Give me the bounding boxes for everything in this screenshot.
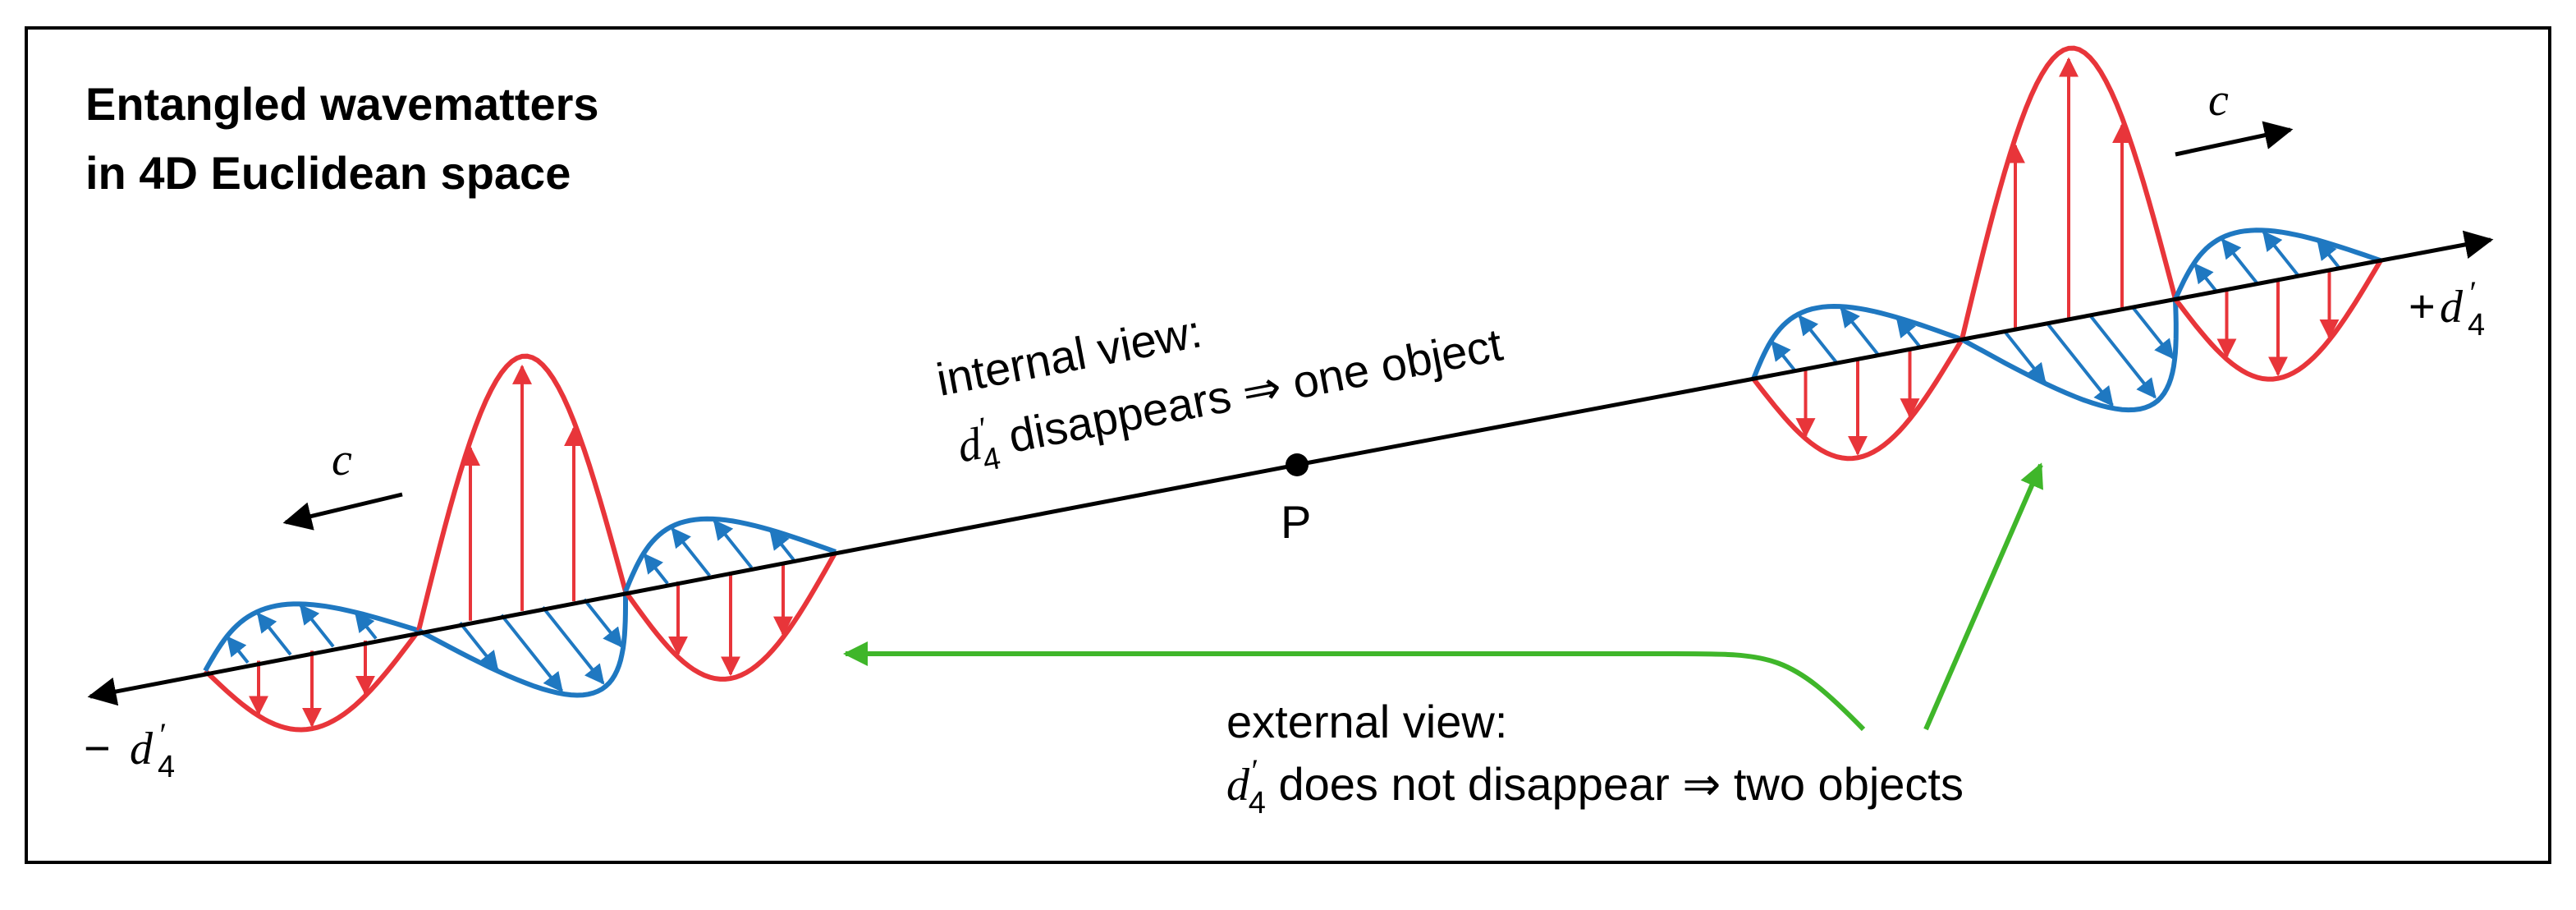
left-blue-lobe-2-arrow xyxy=(541,605,605,685)
left-blue-lobe-3-arrow xyxy=(713,519,754,569)
d4-axis xyxy=(1296,230,2494,467)
left-red-lobe-3-envelope xyxy=(623,550,838,682)
axis-negative-sign: − xyxy=(84,722,111,774)
right-blue-lobe-3-arrow xyxy=(2221,238,2259,285)
right-blue-lobe-3-arrow xyxy=(2262,230,2300,278)
right-blue-lobe-2-arrow xyxy=(2046,322,2114,407)
external-view-line-2: d′4 does not disappear ⇒ two objects xyxy=(1226,752,1964,820)
right-blue-lobe-3-arrow xyxy=(2193,263,2218,293)
left-blue-lobe-3-arrow xyxy=(643,553,669,585)
title-line-1: Entangled wavematters xyxy=(85,78,599,130)
axis-positive-sign: + xyxy=(2409,280,2436,332)
d4-axis-negative xyxy=(87,462,1298,706)
title-line-2: in 4D Euclidean space xyxy=(85,147,571,199)
right-blue-lobe-2-arrow xyxy=(2131,306,2175,360)
left-blue-lobe-1-arrow xyxy=(226,636,250,664)
right-blue-lobe-1-arrow xyxy=(1771,340,1797,372)
axis-positive-prime: ′ xyxy=(2468,274,2476,311)
point-p-label: P xyxy=(1281,496,1311,548)
right-blue-lobe-2-arrow xyxy=(2003,330,2047,384)
axis-label-negative: − d ′ 4 xyxy=(84,716,175,784)
green-arrow-to-left-wave xyxy=(843,641,1866,732)
left-blue-lobe-3-arrow xyxy=(769,529,795,561)
left-blue-lobe-2-arrow xyxy=(583,598,623,648)
right-blue-lobe-3-arrow xyxy=(2317,239,2341,269)
left-wavematter xyxy=(203,353,838,733)
axis-negative-symbol: d xyxy=(130,724,154,774)
left-red-lobe-2-envelope xyxy=(416,353,628,632)
speed-label-right: c xyxy=(2208,75,2229,126)
speed-arrow-right xyxy=(2175,121,2294,157)
axis-positive-subscript: 4 xyxy=(2468,308,2485,342)
axis-label-positive: + d ′ 4 xyxy=(2409,274,2485,342)
speed-label-left: c xyxy=(332,434,352,485)
internal-view-label: internal view: d′4 disappears ⇒ one obje… xyxy=(933,305,1507,478)
right-wavematter xyxy=(1751,45,2383,462)
left-red-lobe-1-envelope xyxy=(203,628,421,733)
left-blue-lobe-2-arrow xyxy=(458,621,499,672)
right-blue-lobe-1-arrow xyxy=(1840,306,1880,356)
axis-negative-subscript: 4 xyxy=(158,750,175,784)
frame-border xyxy=(25,26,2551,864)
left-blue-lobe-1-arrow xyxy=(354,611,378,640)
point-p xyxy=(1286,453,1309,476)
external-view-line-1: external view: xyxy=(1226,696,1507,747)
left-blue-lobe-3-arrow xyxy=(671,527,711,577)
axis-positive-symbol: d xyxy=(2440,282,2464,333)
speed-arrow-left xyxy=(282,492,403,531)
left-blue-lobe-1-arrow xyxy=(256,612,292,656)
green-arrow-to-right-wave xyxy=(1923,462,2043,731)
right-red-lobe-2-envelope xyxy=(1960,45,2178,341)
left-blue-lobe-2-arrow xyxy=(500,614,563,693)
left-blue-lobe-1-arrow xyxy=(299,604,335,648)
right-blue-lobe-1-arrow xyxy=(1798,315,1839,365)
right-red-lobe-1-envelope xyxy=(1751,338,1964,462)
axis-negative-prime: ′ xyxy=(158,716,166,753)
right-blue-lobe-1-arrow xyxy=(1895,316,1922,349)
right-blue-lobe-2-arrow xyxy=(2088,314,2157,399)
right-red-lobe-3-envelope xyxy=(2173,259,2383,382)
